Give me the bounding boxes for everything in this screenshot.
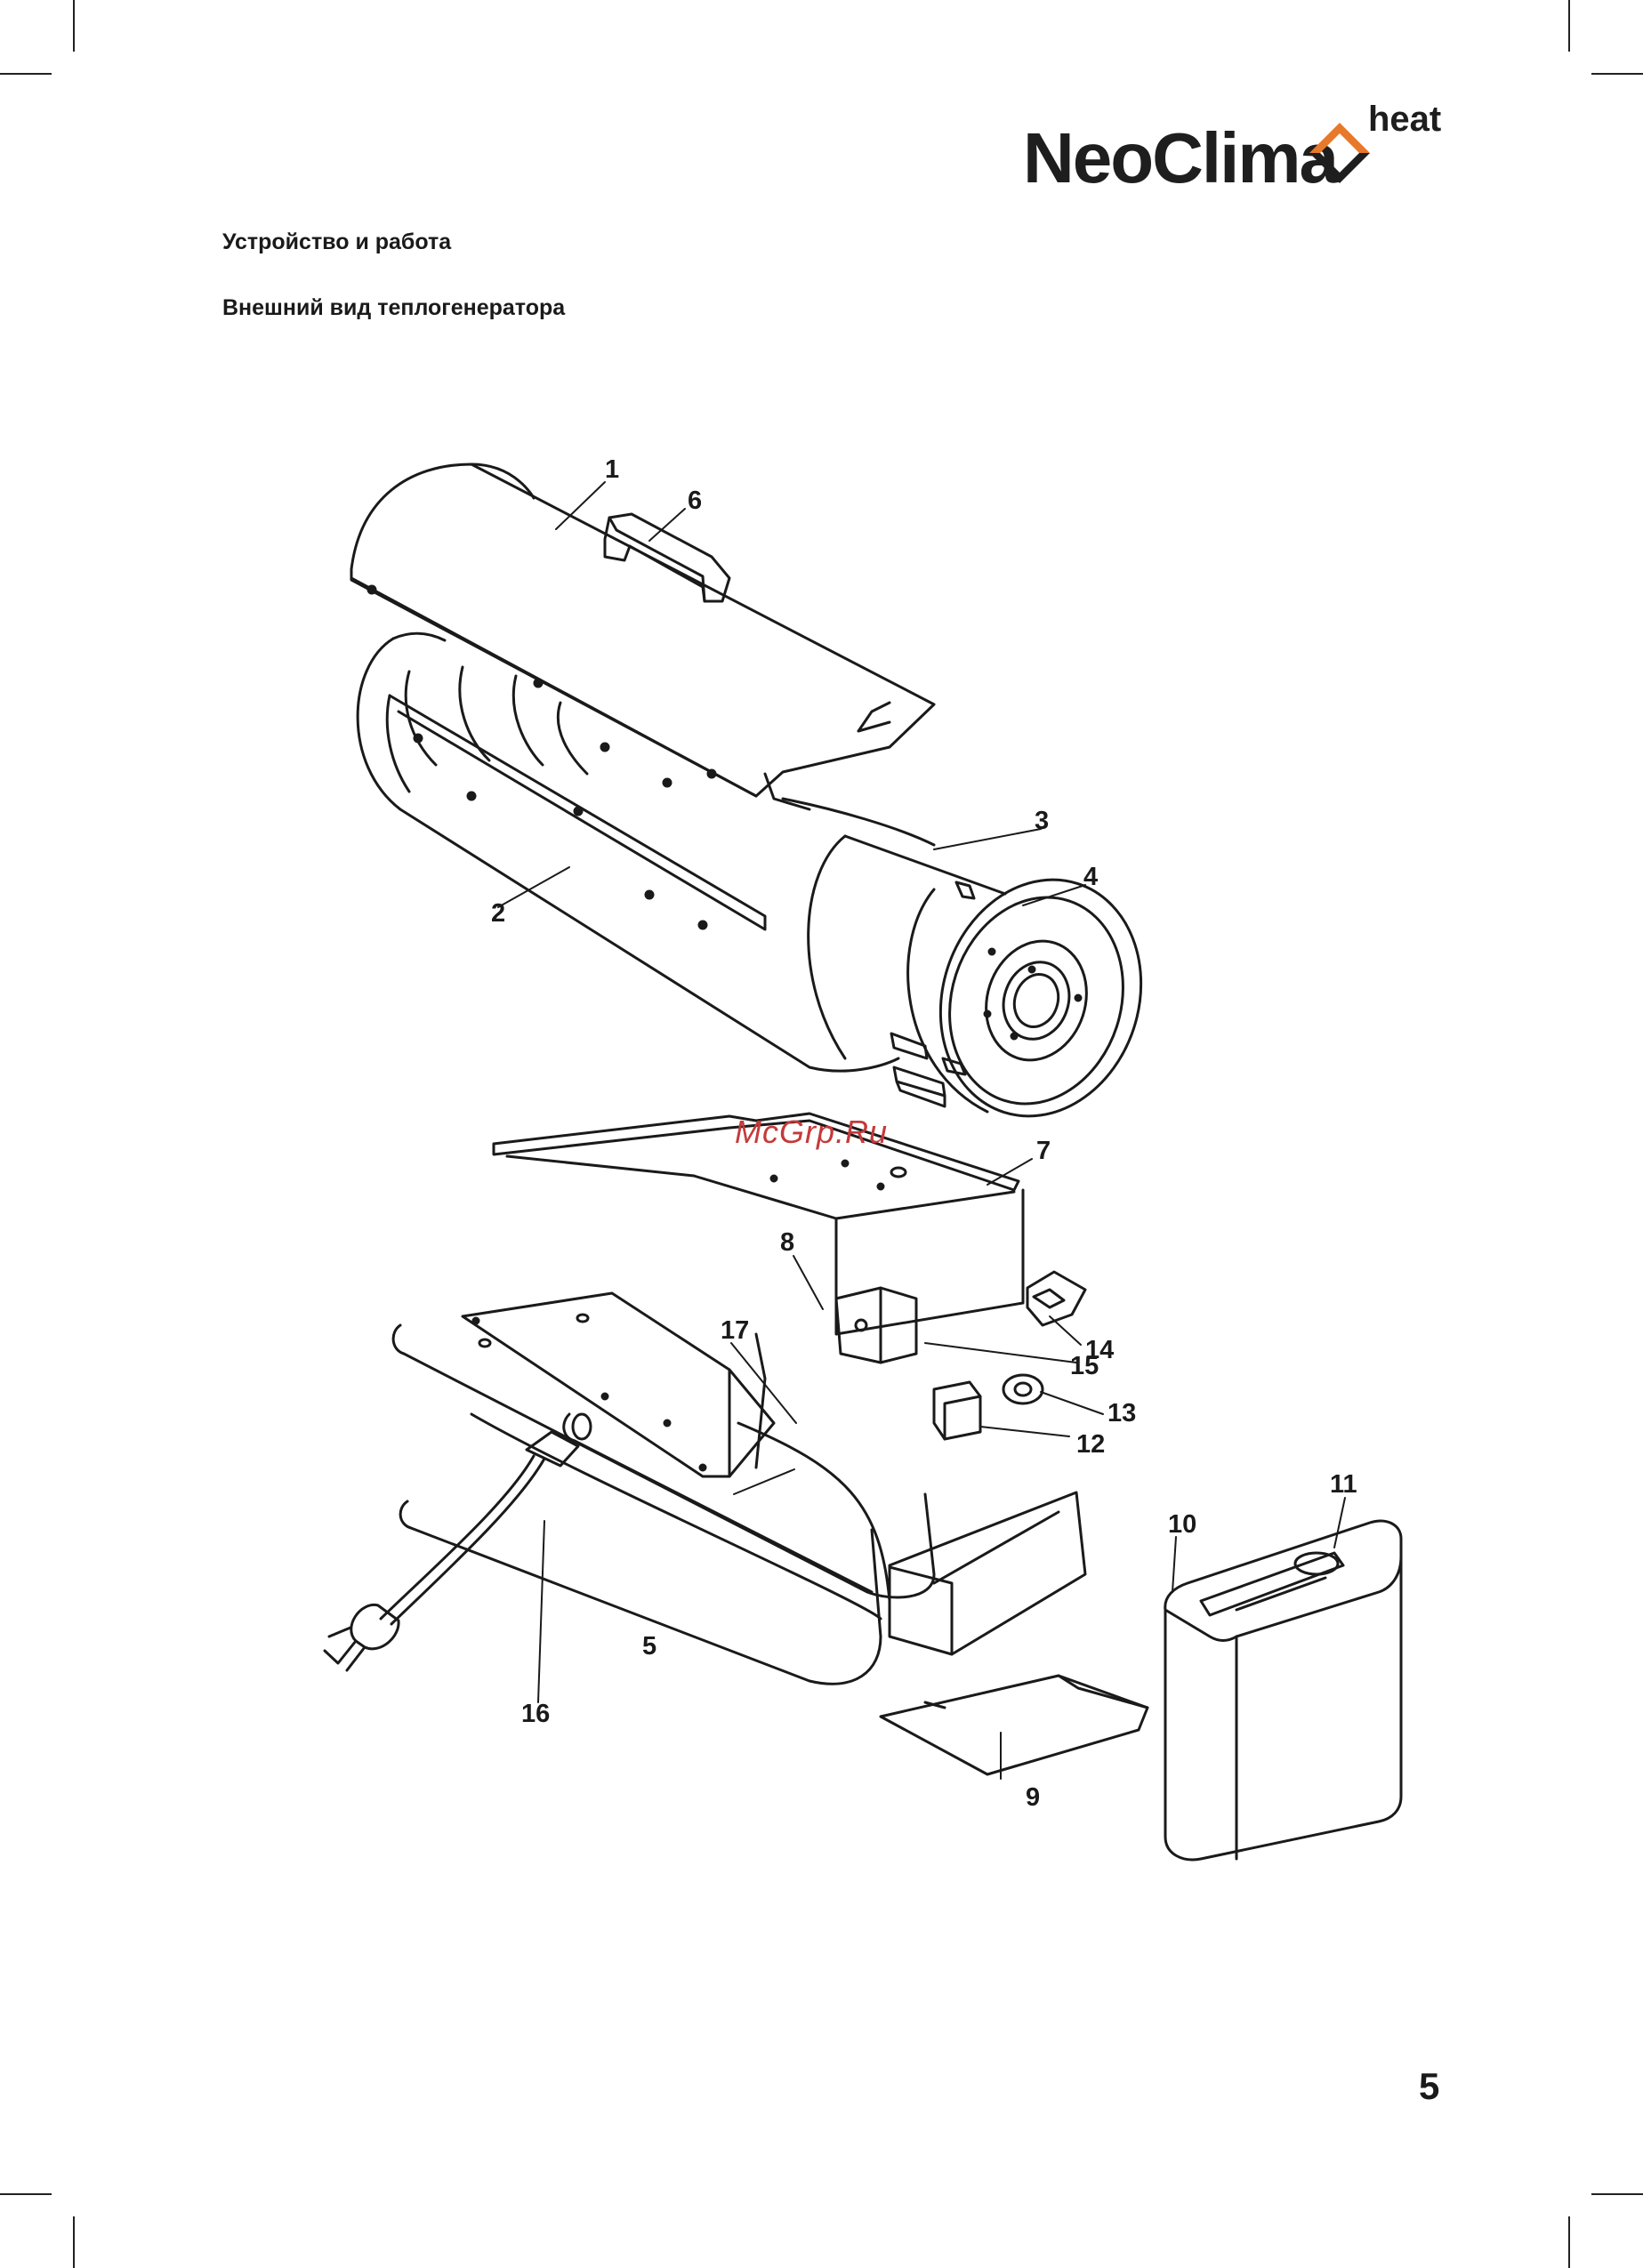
crop-mark [1568, 0, 1570, 52]
brand-logo: NeoClima heat [1023, 100, 1450, 197]
page-number: 5 [1419, 2065, 1439, 2108]
crop-mark [73, 2216, 75, 2268]
thermostat-knob [1003, 1375, 1043, 1403]
crop-mark [73, 0, 75, 52]
relay-block [836, 1288, 916, 1363]
brand-name: NeoClima [1023, 117, 1337, 199]
callout-16: 16 [521, 1700, 550, 1728]
callout-2: 2 [491, 899, 505, 928]
exploded-view-figure: 1 2 3 4 5 6 7 8 9 10 11 12 13 14 15 16 1… [311, 445, 1423, 1886]
callout-7: 7 [1036, 1137, 1051, 1165]
callout-8: 8 [780, 1228, 794, 1257]
fuel-tray [881, 1676, 1148, 1774]
watermark: McGrp.Ru [735, 1114, 888, 1151]
power-switch [1027, 1272, 1085, 1325]
fan-guard [891, 854, 1171, 1143]
callout-9: 9 [1026, 1783, 1040, 1812]
crop-mark [0, 2193, 52, 2195]
callout-11: 11 [1330, 1470, 1357, 1499]
crop-mark [1568, 2216, 1570, 2268]
exploded-view-drawing: 1 2 3 4 5 6 7 8 9 10 11 12 13 14 15 16 1… [311, 445, 1423, 1886]
fuel-canister [1165, 1521, 1401, 1860]
callout-6: 6 [688, 487, 702, 515]
crop-mark [1591, 73, 1643, 75]
subsection-title: Внешний вид теплогенератора [222, 295, 565, 321]
upper-housing [351, 464, 934, 796]
callout-3: 3 [1035, 807, 1049, 835]
callout-5: 5 [642, 1632, 656, 1661]
callout-13: 13 [1107, 1399, 1136, 1428]
callout-1: 1 [605, 455, 619, 484]
brand-sub: heat [1368, 100, 1441, 140]
terminal-connector [934, 1382, 980, 1439]
power-cable [325, 1456, 544, 1670]
crop-mark [0, 73, 52, 75]
callout-12: 12 [1076, 1430, 1105, 1459]
callout-17: 17 [721, 1316, 749, 1345]
fan-shroud [783, 799, 1005, 1058]
brand-diamond-icon [1306, 119, 1373, 187]
section-title: Устройство и работа [222, 229, 451, 255]
callout-10: 10 [1168, 1510, 1196, 1539]
callout-4: 4 [1083, 863, 1098, 891]
callout-15: 15 [1070, 1352, 1099, 1380]
lower-housing [358, 633, 898, 1071]
crop-mark [1591, 2193, 1643, 2195]
